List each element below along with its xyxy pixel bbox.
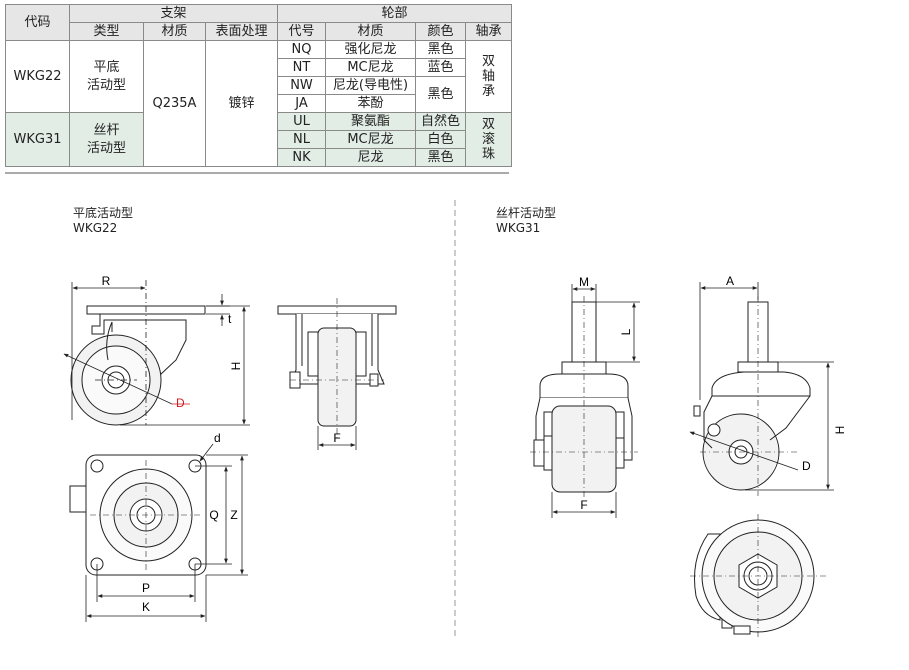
dim-m <box>571 284 597 302</box>
wheel-code-cell: NQ <box>277 40 326 59</box>
bearing-text: 双滚珠 <box>481 117 495 162</box>
label-m: M <box>579 275 589 289</box>
label-h: H <box>229 362 243 371</box>
dim-l <box>596 301 640 363</box>
label-q: Q <box>209 508 218 522</box>
bracket-material-cell: Q235A <box>143 40 206 167</box>
surface-treatment-cell: 镀锌 <box>205 40 278 167</box>
product-code-cell: WKG31 <box>5 112 70 167</box>
dim-d-hole <box>199 443 214 462</box>
right-drawing-title: 丝杆活动型 <box>496 206 557 220</box>
wheel-code-cell: NL <box>277 130 326 149</box>
wheel-material-cell: 强化尼龙 <box>325 40 416 59</box>
type-line: 丝杆 <box>93 122 120 138</box>
bearing-cell: 双轴承 <box>465 40 512 113</box>
wkg22-front-view <box>277 298 397 440</box>
type-line: 活动型 <box>86 140 126 156</box>
label-d-hole: d <box>214 431 221 445</box>
dim-d-leader <box>63 353 190 405</box>
dim-h-right <box>745 361 834 491</box>
header-type: 类型 <box>69 22 144 41</box>
dim-a <box>699 282 759 400</box>
left-drawing-code: WKG22 <box>73 221 118 235</box>
label-a: A <box>726 274 734 288</box>
product-type-cell: 丝杆 活动型 <box>69 112 144 167</box>
label-t: t <box>228 312 232 326</box>
label-p: P <box>142 581 150 595</box>
dim-q <box>195 465 232 565</box>
header-code: 代码 <box>5 4 70 41</box>
label-k: K <box>142 600 150 614</box>
dim-z <box>206 454 248 576</box>
wheel-material-cell: 尼龙 <box>325 148 416 167</box>
left-drawing-caption: 平底活动型 WKG22 <box>73 206 133 236</box>
right-drawing-caption: 丝杆活动型 WKG31 <box>496 206 556 236</box>
color-cell: 黑色 <box>415 148 466 167</box>
color-cell: 白色 <box>415 130 466 149</box>
header-surface: 表面处理 <box>205 22 278 41</box>
label-z: Z <box>230 508 237 522</box>
header-wheel-code: 代号 <box>277 22 326 41</box>
wkg22-top-view <box>69 454 207 576</box>
label-d: D <box>176 396 185 410</box>
label-r: R <box>102 274 111 288</box>
label-f-right: F <box>580 498 587 512</box>
dim-r <box>71 282 146 420</box>
dim-f-left <box>317 426 357 450</box>
wheel-code-cell: NW <box>277 76 326 95</box>
type-line: 活动型 <box>86 77 126 93</box>
type-line: 平底 <box>93 59 120 75</box>
dim-p <box>96 564 196 602</box>
wkg22-side-view <box>70 280 206 426</box>
color-cell: 黑色 <box>415 76 466 113</box>
dim-d-right <box>689 431 799 471</box>
dim-h <box>120 305 250 426</box>
wkg31-front-view <box>530 296 638 500</box>
header-wheel: 轮部 <box>277 4 512 23</box>
color-cell: 蓝色 <box>415 58 466 77</box>
spec-table: 代码 支架 轮部 类型 材质 表面处理 代号 材质 颜色 轴承 WKG22 平底… <box>5 4 512 167</box>
wkg31-side-view <box>693 296 811 496</box>
wkg31-top-view <box>690 514 826 640</box>
label-h-right: H <box>833 426 847 435</box>
left-drawing-title: 平底活动型 <box>73 206 134 220</box>
bearing-text: 双轴承 <box>481 54 495 99</box>
color-cell: 黑色 <box>415 40 466 59</box>
dim-k <box>85 575 207 622</box>
wheel-material-cell: MC尼龙 <box>325 58 416 77</box>
header-bearing: 轴承 <box>465 22 512 41</box>
right-drawing-code: WKG31 <box>496 221 541 235</box>
product-code-cell: WKG22 <box>5 40 70 113</box>
color-cell: 自然色 <box>415 112 466 131</box>
label-f-left: F <box>333 431 340 445</box>
header-color: 颜色 <box>415 22 466 41</box>
dim-t <box>206 294 230 326</box>
label-l: L <box>619 328 633 335</box>
label-d-right: D <box>802 459 811 473</box>
dim-f-right <box>551 492 617 518</box>
wheel-material-cell: 苯酚 <box>325 94 416 113</box>
bearing-cell: 双滚珠 <box>465 112 512 167</box>
